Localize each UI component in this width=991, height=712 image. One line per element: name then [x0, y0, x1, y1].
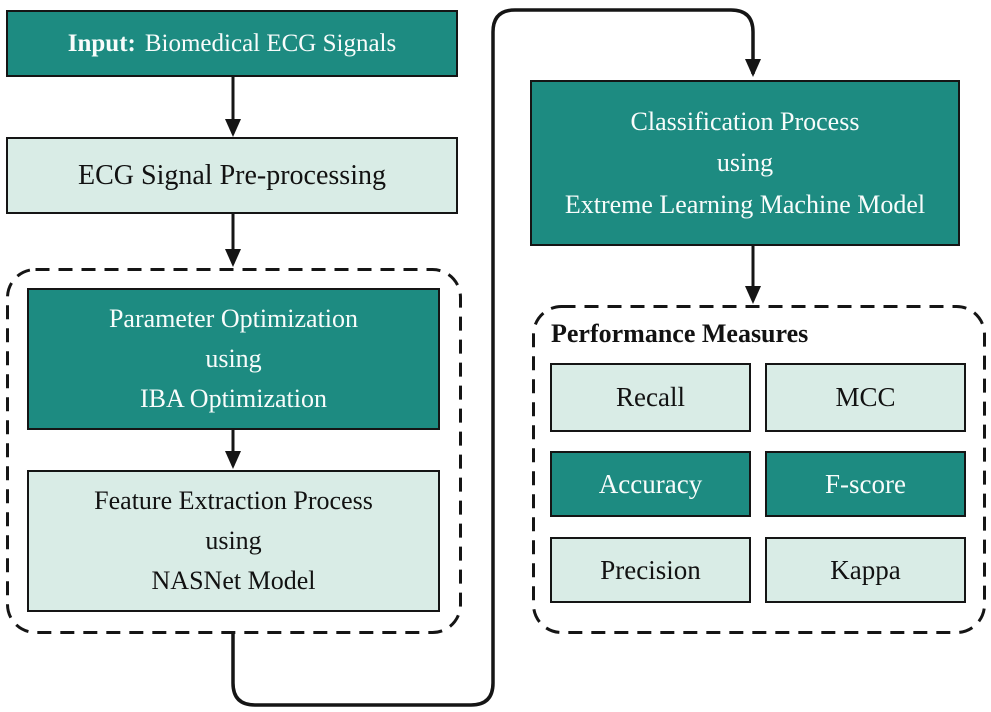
feature-extraction-line: using — [205, 525, 262, 555]
classification-line: using — [716, 148, 774, 178]
measure-kappa: Kappa — [765, 537, 966, 603]
preprocessing-label: ECG Signal Pre-processing — [78, 159, 386, 191]
measure-recall: Recall — [550, 363, 751, 432]
input-label: Biomedical ECG Signals — [144, 29, 397, 57]
measure-fscore: F-score — [765, 451, 966, 517]
feature-extraction-line: Feature Extraction Process — [94, 485, 373, 515]
input-prefix: Input: — [67, 29, 136, 57]
feature-extraction-box: Feature Extraction Process using NASNet … — [27, 470, 440, 612]
feature-extraction-line: NASNet Model — [151, 566, 316, 596]
measure-accuracy: Accuracy — [550, 451, 751, 517]
classification-line: Classification Process — [630, 106, 860, 136]
classification-box: Classification Process using Extreme Lea… — [530, 80, 960, 246]
parameter-optimization-line: Parameter Optimization — [108, 303, 359, 333]
parameter-optimization-line: IBA Optimization — [139, 384, 328, 414]
parameter-optimization-box: Parameter Optimization using IBA Optimiz… — [27, 288, 440, 430]
performance-measures-title: Performance Measures — [551, 319, 809, 348]
input-box: Input: Biomedical ECG Signals — [6, 10, 458, 77]
parameter-optimization-line: using — [205, 343, 262, 373]
measure-precision: Precision — [550, 537, 751, 603]
classification-line: Extreme Learning Machine Model — [564, 189, 926, 219]
preprocessing-box: ECG Signal Pre-processing — [6, 137, 458, 214]
measure-mcc: MCC — [765, 363, 966, 432]
